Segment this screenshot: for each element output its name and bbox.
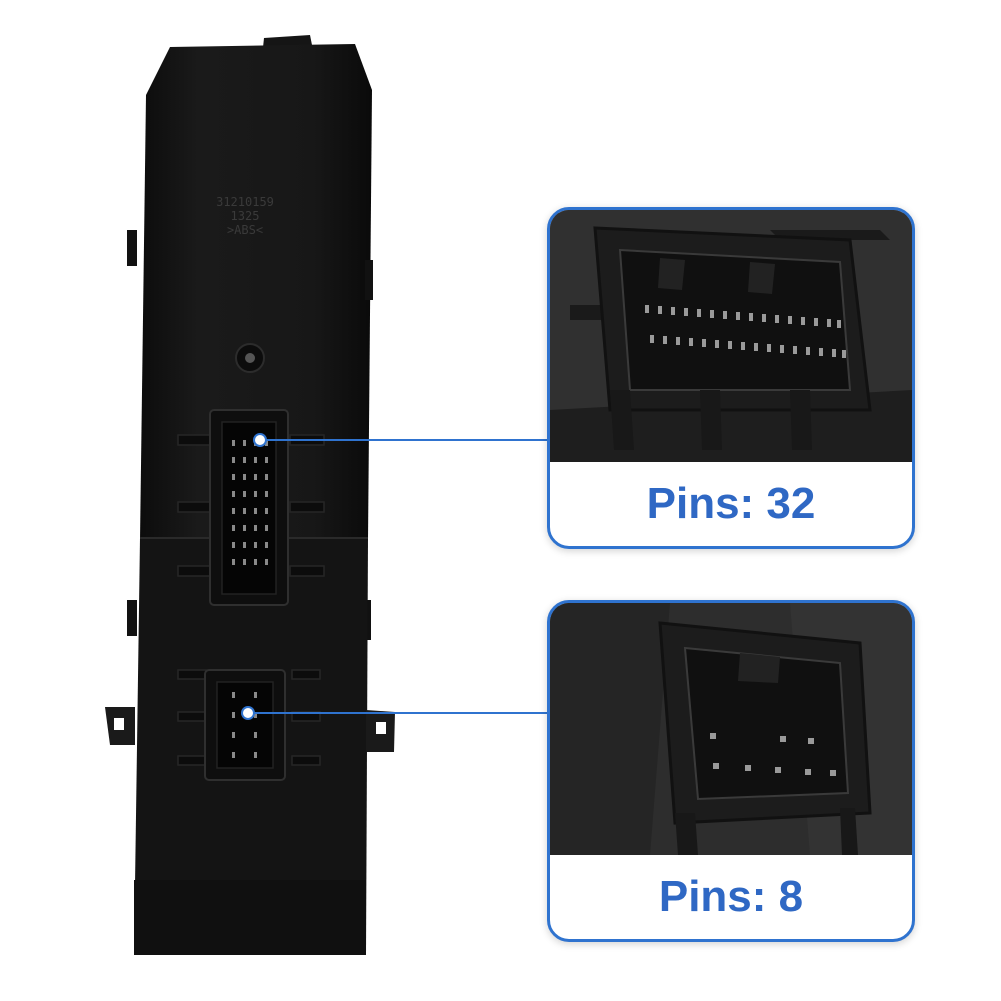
- side-rib: [127, 230, 137, 266]
- side-rib: [365, 260, 373, 300]
- callout-caption-8: Pins: 8: [658, 872, 804, 921]
- connector-32-closeup: [550, 210, 912, 462]
- callout-leader-32: [253, 433, 549, 447]
- callout-8-pin: Pins: 8: [547, 600, 915, 942]
- material-mark: >ABS<: [226, 223, 264, 237]
- connector-8-closeup: [550, 603, 912, 855]
- callout-32-pin: Pins: 32: [547, 207, 915, 549]
- upper-housing: [140, 44, 372, 540]
- side-rib: [127, 600, 137, 636]
- callout-caption-32: Pins: 32: [646, 479, 816, 528]
- part-number: 31210159: [216, 195, 274, 209]
- pin-grid-8: [232, 692, 257, 758]
- part-date-code: 1325: [230, 209, 260, 223]
- bottom-face: [134, 880, 366, 955]
- callout-leader-8: [241, 706, 549, 720]
